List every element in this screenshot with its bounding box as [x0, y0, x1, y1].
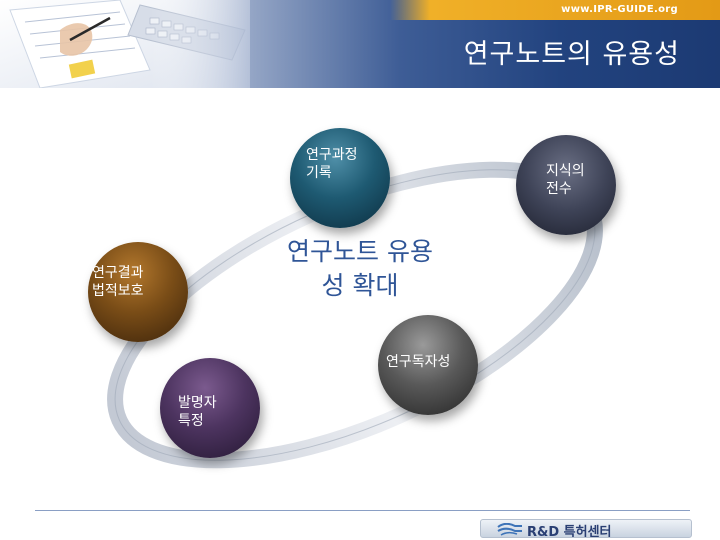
legal-protection-label-1: 연구결과	[92, 265, 144, 281]
header-top-bar: www.IPR-GUIDE.org	[390, 0, 720, 20]
center-text: 연구노트 유용 성 확대	[260, 235, 460, 303]
inventor-identification-label-1: 발명자	[178, 395, 217, 411]
research-process-label-2: 기록	[306, 165, 332, 181]
research-process-node: 연구과정 기록	[290, 128, 390, 228]
research-uniqueness-label-1: 연구독자성	[386, 354, 451, 370]
knowledge-transfer-label-1: 지식의	[546, 163, 585, 179]
footer-logo-text: R&D 특허센터	[527, 525, 612, 538]
legal-protection-label-2: 법적보호	[92, 283, 144, 299]
inventor-identification-node: 발명자 특정	[160, 358, 260, 458]
footer-divider	[35, 510, 690, 511]
legal-protection-node: 연구결과 법적보호	[88, 242, 188, 342]
desk-photo-image	[0, 0, 250, 88]
footer-logo: R&D 특허센터	[480, 519, 692, 538]
research-process-label-1: 연구과정	[306, 147, 358, 163]
site-url: www.IPR-GUIDE.org	[561, 4, 678, 15]
center-text-line-2: 성 확대	[321, 271, 399, 300]
research-uniqueness-node: 연구독자성	[378, 315, 478, 415]
knowledge-transfer-node: 지식의 전수	[516, 135, 616, 235]
logo-mark-icon	[497, 523, 522, 536]
knowledge-transfer-label-2: 전수	[546, 181, 572, 197]
slide-title: 연구노트의 유용성	[463, 39, 680, 70]
center-text-line-1: 연구노트 유용	[287, 237, 433, 266]
header-banner: www.IPR-GUIDE.org 연구노트의 유용성	[0, 0, 720, 88]
inventor-identification-label-2: 특정	[178, 413, 204, 429]
